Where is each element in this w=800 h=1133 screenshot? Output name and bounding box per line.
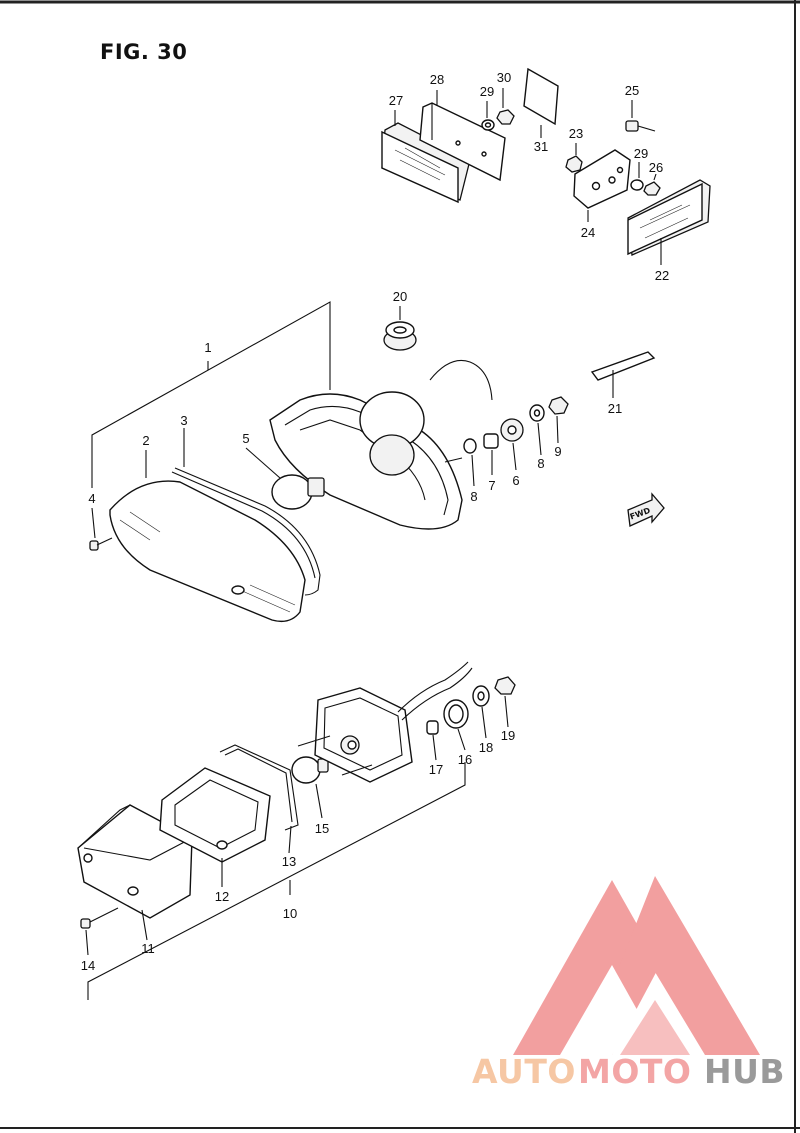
callout-3: 3 xyxy=(180,413,187,428)
callout-19: 19 xyxy=(501,728,515,743)
bracket-24 xyxy=(573,149,631,209)
watermark-word-moto: MOTO xyxy=(578,1052,691,1091)
callout-22: 22 xyxy=(655,268,669,283)
callout-10: 10 xyxy=(283,906,297,921)
nut-19 xyxy=(494,676,516,695)
callout-25: 25 xyxy=(625,83,639,98)
callout-8a: 8 xyxy=(470,489,477,504)
bolt-25 xyxy=(625,120,656,132)
tail-light-housing xyxy=(269,359,493,530)
washer-8a xyxy=(463,438,477,454)
callout-9: 9 xyxy=(554,444,561,459)
screw-14 xyxy=(80,907,119,929)
callout-23: 23 xyxy=(569,126,583,141)
callout-8b: 8 xyxy=(537,456,544,471)
clamp-21 xyxy=(590,351,656,381)
license-lamp-lens-11 xyxy=(77,804,193,919)
washer-18 xyxy=(472,685,490,707)
callout-28: 28 xyxy=(430,72,444,87)
callout-4: 4 xyxy=(88,491,95,506)
watermark-word-hub: HUB xyxy=(704,1052,785,1091)
callout-18: 18 xyxy=(479,740,493,755)
leader-lines xyxy=(85,88,662,1000)
callout-5: 5 xyxy=(242,431,249,446)
collar-17 xyxy=(426,720,439,735)
callout-11: 11 xyxy=(141,941,155,956)
callout-6: 6 xyxy=(512,473,519,488)
callout-20: 20 xyxy=(393,289,407,304)
lamp-case-12 xyxy=(159,767,271,863)
screw-4 xyxy=(89,537,113,551)
reflector-27 xyxy=(381,122,471,204)
callout-12: 12 xyxy=(215,889,229,904)
callout-30: 30 xyxy=(497,70,511,85)
gasket-13 xyxy=(219,744,299,831)
bulb-5 xyxy=(271,474,325,510)
callout-labels: 1 2 3 4 5 6 7 8 8 9 10 11 12 13 14 15 16… xyxy=(81,70,669,973)
callout-27: 27 xyxy=(389,93,403,108)
socket-housing xyxy=(297,661,473,783)
grommet-20 xyxy=(383,321,417,351)
callout-1: 1 xyxy=(204,340,211,355)
callout-31: 31 xyxy=(534,139,548,154)
figure-title: FIG. 30 xyxy=(100,40,188,64)
gasket-3 xyxy=(171,467,321,596)
watermark-logo xyxy=(513,876,760,1055)
bulb-15 xyxy=(291,756,329,784)
callout-29a: 29 xyxy=(480,84,494,99)
callout-2: 2 xyxy=(142,433,149,448)
washer-8b xyxy=(529,404,545,422)
callout-29b: 29 xyxy=(634,146,648,161)
callout-17: 17 xyxy=(429,762,443,777)
callout-14: 14 xyxy=(81,958,95,973)
callout-24: 24 xyxy=(581,225,595,240)
grommet-16 xyxy=(443,699,469,729)
callout-16: 16 xyxy=(458,752,472,767)
pad-31 xyxy=(523,67,559,126)
cushion-6 xyxy=(500,418,524,442)
nut-23 xyxy=(565,155,583,173)
reflector-22 xyxy=(627,179,711,256)
lens-2 xyxy=(109,480,306,623)
washer-29b xyxy=(630,179,644,191)
callout-13: 13 xyxy=(282,854,296,869)
reflector-mount-plate-28 xyxy=(419,102,506,182)
nut-30 xyxy=(496,109,515,125)
callout-15: 15 xyxy=(315,821,329,836)
nut-26 xyxy=(643,181,661,196)
collar-7 xyxy=(483,433,499,449)
washer-29a xyxy=(481,119,495,131)
callout-26: 26 xyxy=(649,160,663,175)
fwd-arrow-badge: FWD xyxy=(627,492,665,527)
watermark-word-auto: AUTO xyxy=(472,1052,576,1091)
callout-21: 21 xyxy=(608,401,622,416)
callout-7: 7 xyxy=(488,478,495,493)
nut-9 xyxy=(548,396,569,415)
